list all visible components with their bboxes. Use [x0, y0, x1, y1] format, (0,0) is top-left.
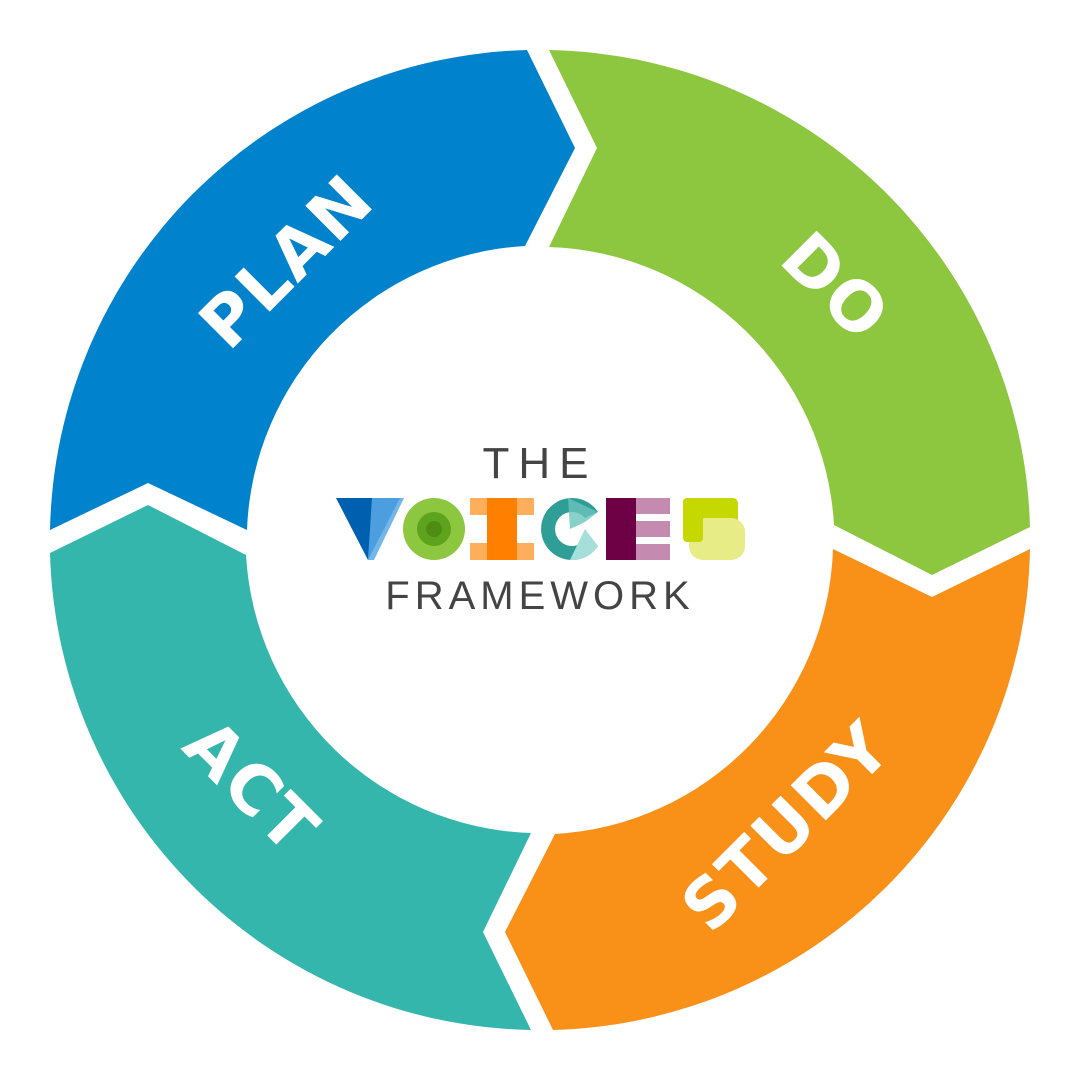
logo-letter-s	[683, 498, 745, 560]
segment-do-shape	[549, 50, 1030, 575]
segment-study: STUDY	[505, 549, 1030, 1030]
segment-plan-shape	[50, 50, 575, 530]
logo-letter-v	[336, 498, 404, 560]
logo-the-text: THE	[483, 439, 598, 488]
logo-framework-text: FRAMEWORK	[385, 574, 694, 618]
logo-letter-i	[470, 498, 534, 560]
logo-wordmark	[336, 498, 745, 561]
segment-do: DO	[549, 50, 1030, 575]
segment-study-shape	[505, 549, 1030, 1030]
logo-letter-o	[403, 498, 465, 560]
segment-act-shape	[50, 505, 531, 1030]
voices-logo: THE	[336, 439, 745, 618]
logo-letter-c	[541, 498, 598, 561]
segment-act: ACT	[50, 505, 531, 1030]
logo-letter-e	[606, 498, 670, 560]
